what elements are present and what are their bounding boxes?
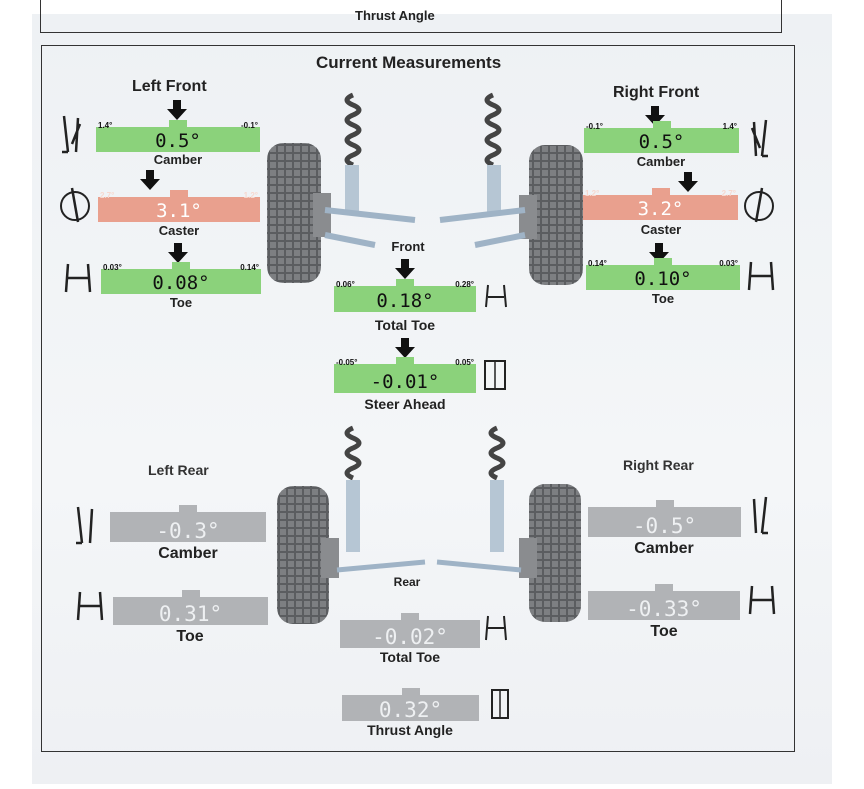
rr-toe-label: Toe <box>650 623 678 640</box>
lf-camber-min: 1.4° <box>98 121 113 130</box>
lf-toe-max: 0.14° <box>240 263 259 272</box>
rr-toe-value: -0.33° <box>626 597 702 621</box>
steer-ahead-max: 0.05° <box>455 358 474 367</box>
front-total-toe-max: 0.28° <box>455 280 474 289</box>
front-suspension-illustration <box>267 92 583 285</box>
lf-caster-min: 2.7° <box>100 191 115 200</box>
previous-section-box <box>40 0 782 33</box>
steer-ahead-label: Steer Ahead <box>364 396 446 412</box>
rf-caster-gauge: 1.2° 2.7° 3.2° <box>583 188 738 220</box>
lr-camber-label: Camber <box>158 545 218 562</box>
measurements-frame <box>41 45 795 752</box>
left-rear-heading: Left Rear <box>148 462 209 478</box>
rear-total-toe-icon <box>485 615 507 641</box>
thrust-angle-label: Thrust Angle <box>367 722 453 738</box>
front-total-toe-value: 0.18° <box>376 290 434 312</box>
right-rear-heading: Right Rear <box>623 457 694 473</box>
lf-camber-gauge: 1.4° -0.1° 0.5° <box>96 120 260 152</box>
rf-toe-arrow <box>649 243 669 263</box>
rf-camber-min: -0.1° <box>586 122 603 131</box>
lf-caster-gauge: 2.7° 1.2° 3.1° <box>98 190 260 222</box>
thrust-angle-value: 0.32° <box>378 698 443 722</box>
lr-camber-icon <box>76 506 94 545</box>
rf-caster-min: 1.2° <box>585 189 600 198</box>
rf-toe-value: 0.10° <box>634 268 692 290</box>
total-toe-icon <box>485 284 507 308</box>
rf-toe-min: 0.14° <box>588 259 607 268</box>
lf-camber-label: Camber <box>153 152 203 167</box>
lr-camber-value: -0.3° <box>156 519 220 543</box>
rr-camber-value: -0.5° <box>632 514 697 538</box>
rf-toe-max: 0.03° <box>719 259 738 268</box>
rf-toe-gauge: 0.14° 0.03° 0.10° <box>586 258 740 290</box>
thrust-angle-icon <box>491 689 509 719</box>
front-total-toe-gauge: 0.06° 0.28° 0.18° <box>334 279 476 312</box>
steer-ahead-arrow <box>395 338 415 358</box>
lf-toe-value: 0.08° <box>152 272 210 294</box>
rear-total-toe-label: Total Toe <box>379 649 441 665</box>
rf-toe-icon <box>747 261 775 291</box>
previous-section-label: Thrust Angle <box>355 8 435 23</box>
page-title: Current Measurements <box>316 53 502 72</box>
rf-camber-arrow <box>645 106 665 126</box>
rf-camber-label: Camber <box>636 154 686 169</box>
lf-toe-gauge: 0.03° 0.14° 0.08° <box>101 262 261 294</box>
right-front-heading: Right Front <box>613 84 700 101</box>
rf-camber-icon <box>750 119 768 158</box>
rf-caster-label: Caster <box>640 222 682 237</box>
caster-icon <box>60 187 90 223</box>
lf-camber-max: -0.1° <box>241 121 258 130</box>
lf-caster-label: Caster <box>158 223 200 238</box>
steer-ahead-min: -0.05° <box>336 358 358 367</box>
steer-ahead-icon <box>484 360 506 390</box>
rr-camber-icon <box>752 496 768 535</box>
steer-ahead-gauge: -0.05° 0.05° -0.01° <box>334 357 476 393</box>
front-axle-label: Front <box>391 239 425 254</box>
rf-caster-value: 3.2° <box>637 198 684 220</box>
left-front-heading: Left Front <box>132 78 207 95</box>
rf-camber-value: 0.5° <box>638 131 685 153</box>
front-total-toe-min: 0.06° <box>336 280 355 289</box>
lf-caster-arrow <box>140 170 160 190</box>
lf-camber-arrow <box>167 100 187 120</box>
lf-caster-value: 3.1° <box>156 200 202 222</box>
camber-icon <box>62 115 82 154</box>
rf-camber-max: 1.4° <box>722 122 737 131</box>
rear-suspension-illustration <box>277 425 581 624</box>
rf-camber-gauge: -0.1° 1.4° 0.5° <box>584 121 739 153</box>
front-total-toe-label: Total Toe <box>374 317 436 333</box>
lr-toe-icon <box>76 591 104 621</box>
lf-toe-arrow <box>168 243 188 263</box>
lf-toe-min: 0.03° <box>103 263 122 272</box>
rr-toe-gauge: -0.33° <box>588 584 740 620</box>
lr-toe-label: Toe <box>176 628 204 645</box>
rear-total-toe-value: -0.02° <box>372 625 448 649</box>
front-total-toe-arrow <box>395 259 415 279</box>
rf-toe-label: Toe <box>651 291 675 306</box>
toe-icon <box>64 263 92 293</box>
steer-ahead-value: -0.01° <box>370 371 440 393</box>
lf-camber-value: 0.5° <box>155 130 201 152</box>
lr-toe-value: 0.31° <box>158 602 223 626</box>
thrust-angle-gauge: 0.32° <box>342 688 479 721</box>
rear-axle-label: Rear <box>393 575 421 589</box>
lf-caster-max: 1.2° <box>243 191 258 200</box>
lr-camber-gauge: -0.3° <box>110 505 266 542</box>
lr-toe-gauge: 0.31° <box>113 590 268 625</box>
lf-toe-label: Toe <box>169 295 193 310</box>
rf-caster-icon <box>744 187 774 223</box>
rr-camber-label: Camber <box>634 540 694 557</box>
rr-toe-icon <box>748 585 776 615</box>
rf-caster-arrow <box>678 172 698 192</box>
rr-camber-gauge: -0.5° <box>588 500 741 537</box>
rear-total-toe-gauge: -0.02° <box>340 613 480 648</box>
rf-caster-max: 2.7° <box>721 189 736 198</box>
